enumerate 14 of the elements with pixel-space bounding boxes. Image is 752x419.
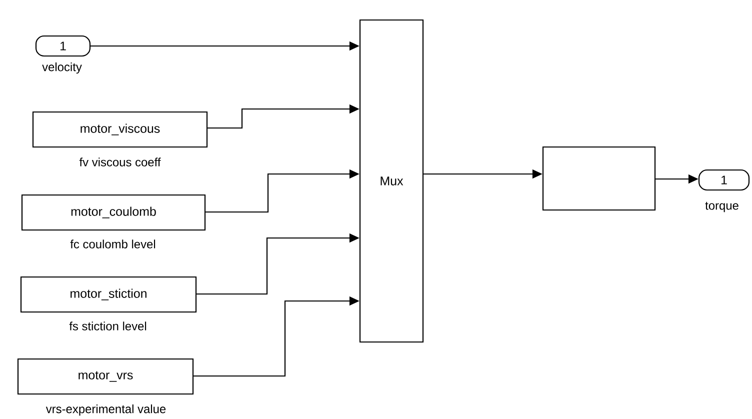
process-block: motor_coulomb — [21, 194, 206, 231]
block-caption: fs stiction level — [69, 322, 146, 330]
block-caption: fv viscous coeff — [79, 158, 161, 166]
process-block: motor_stiction — [20, 276, 197, 313]
mux-block: Mux — [359, 19, 424, 343]
block-caption: fc coulomb level — [70, 240, 156, 248]
process-block: motor_viscous — [32, 111, 208, 148]
process-block: motor_vrs — [17, 358, 194, 395]
port-block: 1 — [698, 169, 750, 191]
port-block: 1 — [35, 35, 91, 57]
block-caption: velocity — [42, 62, 82, 74]
block-caption: torque — [705, 202, 738, 212]
function-block — [542, 146, 656, 211]
block-caption: vrs-experimental value — [46, 404, 166, 416]
